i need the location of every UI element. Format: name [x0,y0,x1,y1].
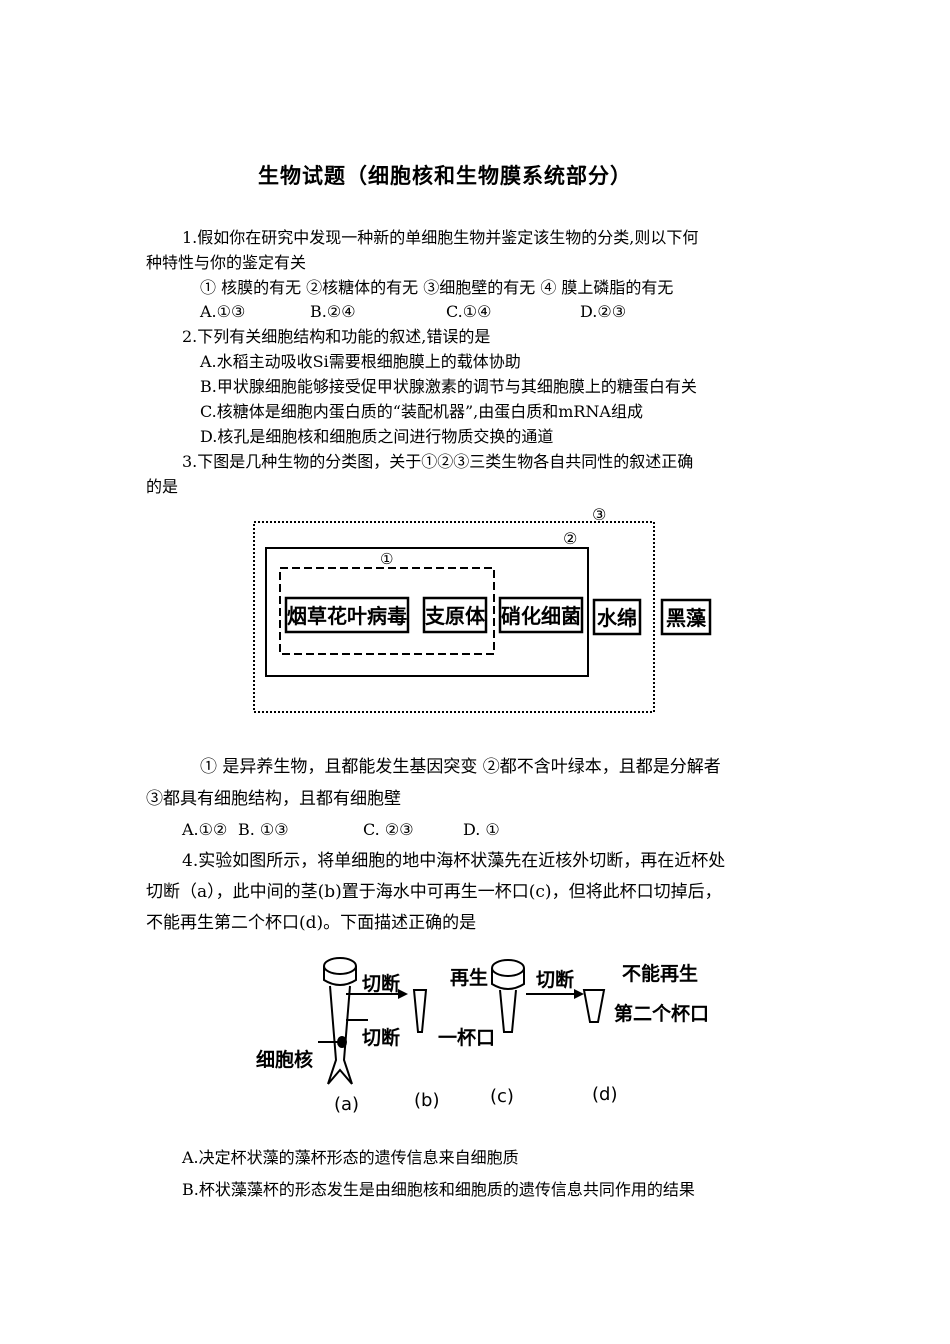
cut-label-2: 切断 [362,1026,400,1049]
q3-statement-line1: ① 是异养生物，且都能发生基因突变 ②都不含叶绿本，且都是分解者 [200,757,721,777]
arrow-head-3-icon [574,989,584,999]
nucleus-label: 细胞核 [256,1048,313,1071]
q3-option-b: B. ①③ [238,820,289,839]
cell-a-rhizoid [327,1068,353,1085]
q2-stem: 2.下列有关细胞结构和功能的叙述,错误的是 [182,327,491,346]
q1-features: ① 核膜的有无 ②核糖体的有无 ③细胞壁的有无 ④ 膜上磷脂的有无 [200,278,674,297]
page-title: 生物试题（细胞核和生物膜系统部分） [258,164,632,188]
segment-d-icon [582,989,606,1023]
stage-label-c: (c) [490,1086,514,1107]
q4-option-b: B.杯状藻藻杯的形态发生是由细胞核和细胞质的遗传信息共同作用的结果 [182,1180,695,1199]
q3-stem-line2: 的是 [146,477,179,496]
q1-option-b: B.②④ [310,302,356,321]
segment-b-icon [412,989,428,1033]
box-mycoplasma [422,596,488,634]
q1-option-a: A.①③ [200,302,246,321]
stage-label-a: (a) [334,1094,359,1115]
classification-diagram: ③ ② ① 烟草花叶病毒 支原体 硝化细菌 水绵 黑藻 [253,505,712,713]
cut-label-1: 切断 [362,972,400,995]
cell-c-stalk [499,989,517,1033]
box-mycoplasma-label: 支原体 [425,604,486,628]
cell-a-stalk [327,985,353,1085]
box-nitrifying [498,596,584,634]
regen-label-1: 再生 [450,966,488,989]
box-hydrilla-label: 黑藻 [666,606,707,630]
arrow-head-1-icon [398,989,408,999]
cell-a-cap-icon [323,957,357,975]
group-3-box [253,521,655,713]
group-1-marker: ① [380,550,393,568]
acetabularia-diagram: 切断 切断 再生 一杯口 切断 不能再生 第二个杯口 细胞核 (a) (b) (… [256,957,709,1115]
q3-statement-line2: ③都具有细胞结构，且都有细胞壁 [146,789,401,809]
nucleus-icon [337,1036,347,1048]
q2-option-b: B.甲状腺细胞能够接受促甲状腺激素的调节与其细胞膜上的糖蛋白有关 [200,377,697,396]
box-spirogyra-label: 水绵 [597,606,637,630]
q4-option-a: A.决定杯状藻的藻杯形态的遗传信息来自细胞质 [182,1148,519,1167]
stage-label-d: (d) [592,1084,617,1105]
q3-option-c: C. ②③ [363,820,414,839]
q1-option-c: C.①④ [446,302,492,321]
box-tmv-label: 烟草花叶病毒 [287,604,407,628]
box-spirogyra [592,598,642,636]
q3-stem-line1: 3.下图是几种生物的分类图，关于①②③三类生物各自共同性的叙述正确 [182,452,694,471]
q1-stem-line2: 种特性与你的鉴定有关 [146,253,307,272]
q3-option-d: D. ① [463,820,500,839]
box-tmv [284,596,410,634]
q4-stem-line3: 不能再生第二个杯口(d)。下面描述正确的是 [146,913,477,933]
no-regen-label-1: 不能再生 [622,962,698,985]
cut-label-3: 切断 [536,968,574,991]
q2-option-d: D.核孔是细胞核和细胞质之间进行物质交换的通道 [200,427,554,446]
box-nitrifying-label: 硝化细菌 [501,604,581,628]
group-1-box [279,567,495,655]
q3-option-a: A.①② [182,820,228,839]
group-2-box [265,547,589,677]
q4-stem-line2: 切断（a），此中间的茎(b)置于海水中可再生一杯口(c)，但将此杯口切掉后， [146,882,722,902]
cell-a-cup [323,966,357,986]
q4-stem-line1: 4.实验如图所示，将单细胞的地中海杯状藻先在近核外切断，再在近杯处 [182,851,726,871]
cell-c-cap-icon [491,959,525,977]
regen-label-2: 一杯口 [438,1026,495,1049]
no-regen-label-2: 第二个杯口 [614,1002,709,1025]
group-2-marker: ② [563,529,577,548]
stage-label-b: (b) [414,1090,439,1111]
q1-stem-line1: 1.假如你在研究中发现一种新的单细胞生物并鉴定该生物的分类,则以下何 [182,228,699,247]
box-hydrilla [660,598,712,636]
cell-c-cup [491,968,525,990]
q2-option-a: A.水稻主动吸收Si需要根细胞膜上的载体协助 [200,352,521,371]
q2-option-c: C.核糖体是细胞内蛋白质的“装配机器”,由蛋白质和mRNA组成 [200,402,643,421]
q1-option-d: D.②③ [580,302,627,321]
group-3-marker: ③ [592,505,606,524]
